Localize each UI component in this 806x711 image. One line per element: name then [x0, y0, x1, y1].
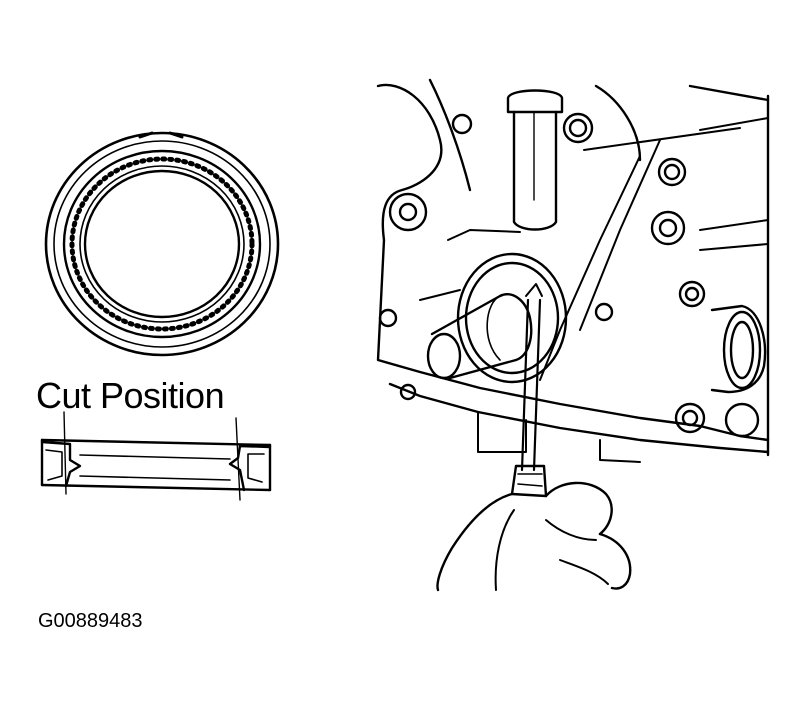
oil-seal-face-view	[44, 131, 280, 357]
cut-position-label: Cut Position	[36, 375, 225, 416]
engine-timing-cover-drawing	[376, 78, 770, 592]
seal-cross-section	[40, 411, 272, 501]
figure-id: G00889483	[38, 610, 143, 632]
